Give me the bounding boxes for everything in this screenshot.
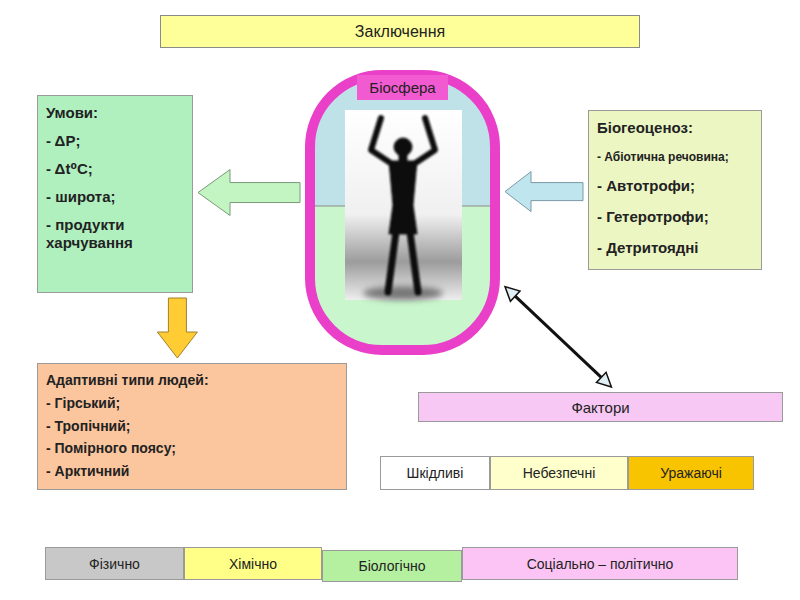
figure-leg <box>388 232 396 292</box>
list-item: - Абіотична речовина; <box>597 150 753 164</box>
factor-type-box: Уражаючі <box>628 456 754 490</box>
human-silhouette <box>371 118 435 292</box>
list-item: - широта; <box>46 188 184 206</box>
list-item: - Помірного поясу; <box>46 440 338 457</box>
box-heading: Адаптивні типи людей: <box>46 372 338 389</box>
box-label: Уражаючі <box>660 465 722 481</box>
box-label: Фізично <box>89 556 140 572</box>
factors-box: Фактори <box>418 392 783 422</box>
list-item: - ΔP; <box>46 132 184 150</box>
list-item: - Гетеротрофи; <box>597 208 753 226</box>
arrow-shaft <box>515 296 601 377</box>
list-item: - продукти харчування <box>46 216 184 252</box>
double-arrow <box>505 287 611 387</box>
box-label: Небезпечні <box>523 465 596 481</box>
factor-type-box: Небезпечні <box>490 456 628 490</box>
factor-type-box: Шкідливі <box>380 456 490 490</box>
list-item: - Гірський; <box>46 395 338 412</box>
box-label: Соціально – політично <box>527 556 674 572</box>
arrow-head <box>505 287 520 302</box>
list-item: - Автотрофи; <box>597 177 753 195</box>
arrow-body <box>157 298 197 358</box>
list-item: - Тропічний; <box>46 418 338 435</box>
biosphere-region: Біосфера <box>305 70 500 355</box>
list-item: - Δt⁰C; <box>46 160 184 178</box>
photo-ground <box>345 110 462 300</box>
box-label: Шкідливі <box>407 465 464 481</box>
figure-arm <box>371 118 392 164</box>
adaptive-types-box: Адаптивні типи людей: - Гірський; - Тропіч… <box>37 363 347 490</box>
factor-kind-box: Біологічно <box>322 550 462 582</box>
arrow-body <box>505 172 583 212</box>
title-box: Заключення <box>160 15 640 48</box>
figure-leg <box>410 232 418 292</box>
factor-kind-box: Фізично <box>45 547 184 580</box>
figure-shadow <box>363 286 443 300</box>
arrow-body <box>198 170 300 216</box>
biosphere-outline <box>305 70 500 355</box>
biosphere-frame <box>310 75 495 350</box>
figure-arm <box>414 118 435 164</box>
figure-torso <box>389 161 417 234</box>
factor-kind-box: Соціально – політично <box>462 547 738 580</box>
box-label: Хімічно <box>229 556 277 572</box>
block-arrow <box>505 172 583 212</box>
box-heading: Умови: <box>46 104 184 122</box>
list-item: - Детритоядні <box>597 239 753 257</box>
block-arrow <box>198 170 300 216</box>
list-item: - Арктичний <box>46 463 338 480</box>
block-arrow <box>157 298 197 358</box>
arrow-head <box>596 372 611 387</box>
biogeocenosis-box: Біогеоценоз: - Абіотична речовина; - Автот… <box>588 110 762 270</box>
box-heading: Біогеоценоз: <box>597 119 753 137</box>
factor-kind-box: Хімічно <box>184 547 322 580</box>
box-label: Фактори <box>571 399 629 416</box>
biosphere-fill <box>310 75 495 350</box>
region-label: Біосфера <box>357 75 447 100</box>
box-label: Біологічно <box>359 558 426 574</box>
conditions-box: Умови: - ΔP; - Δt⁰C; - широта; - продукти ха… <box>37 95 193 293</box>
